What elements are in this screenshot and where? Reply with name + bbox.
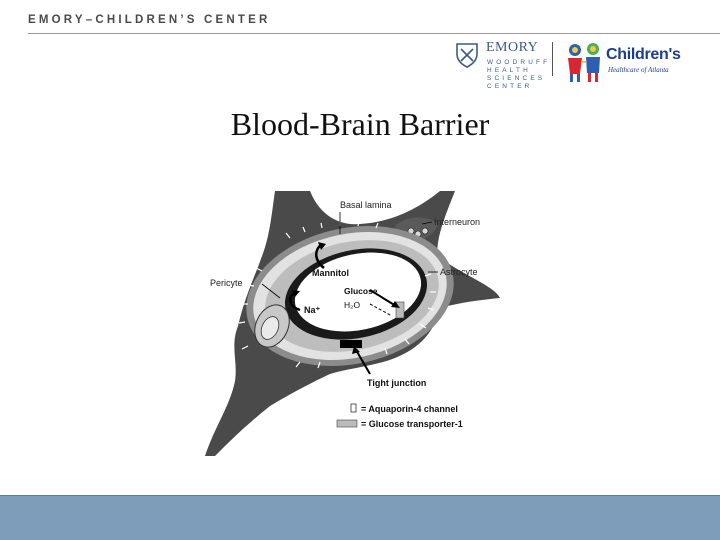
label-h2o: H₂O	[344, 300, 360, 310]
label-interneuron: Interneuron	[434, 217, 480, 227]
pericyte-leader	[261, 283, 281, 299]
tight-junction-arrow	[355, 349, 371, 375]
label-mannitol: Mannitol	[312, 268, 349, 278]
h2o-arrow	[369, 303, 393, 317]
label-pericyte: Pericyte	[210, 278, 243, 288]
emory-logo: EMORY WOODRUFF HEALTH SCIENCES CENTER	[456, 40, 547, 94]
childrens-figures-icon	[568, 43, 600, 82]
childrens-name: Children's	[606, 46, 681, 63]
emory-shield-icon	[456, 43, 478, 68]
glucose-arrow	[369, 289, 397, 307]
label-glucose: Glucose	[344, 286, 378, 296]
emory-sub-line-4: CENTER	[487, 83, 533, 90]
childrens-logo: Children's Healthcare of Atlanta	[562, 40, 688, 84]
label-basal-lamina: Basal lamina	[340, 200, 392, 210]
emory-name: EMORY	[486, 40, 539, 55]
slide-title: Blood-Brain Barrier	[230, 106, 490, 142]
header-title: EMORY–CHILDREN’S CENTER	[28, 14, 271, 26]
logo-divider	[552, 42, 553, 76]
interneuron-leader	[421, 221, 433, 225]
aquaporin-legend-icon	[350, 403, 357, 413]
childrens-subtitle: Healthcare of Atlanta	[608, 66, 669, 74]
header-divider	[28, 33, 720, 34]
glucose-transporter-mark	[395, 301, 405, 319]
label-tight-junction: Tight junction	[367, 378, 426, 388]
legend-glucose-transporter: = Glucose transporter-1	[361, 419, 463, 429]
legend: = Aquaporin-4 channel = Glucose transpor…	[336, 403, 463, 429]
emory-sub-line-2: HEALTH	[487, 67, 531, 74]
blood-brain-barrier-diagram: Basal lamina Interneuron Astrocyte Peric…	[205, 191, 500, 456]
capillary-lumen	[294, 252, 422, 332]
emory-sub-line-3: SCIENCES	[487, 75, 546, 82]
tight-junction-mark	[340, 340, 362, 348]
pericyte-nucleus	[260, 316, 280, 340]
label-astrocyte: Astrocyte	[440, 267, 478, 277]
label-na: Na⁺	[304, 305, 321, 315]
footer-bar	[0, 495, 720, 540]
emory-sub-line-1: WOODRUFF	[487, 59, 551, 66]
legend-aquaporin: = Aquaporin-4 channel	[361, 404, 458, 414]
glucose-transporter-legend-icon	[336, 419, 358, 428]
